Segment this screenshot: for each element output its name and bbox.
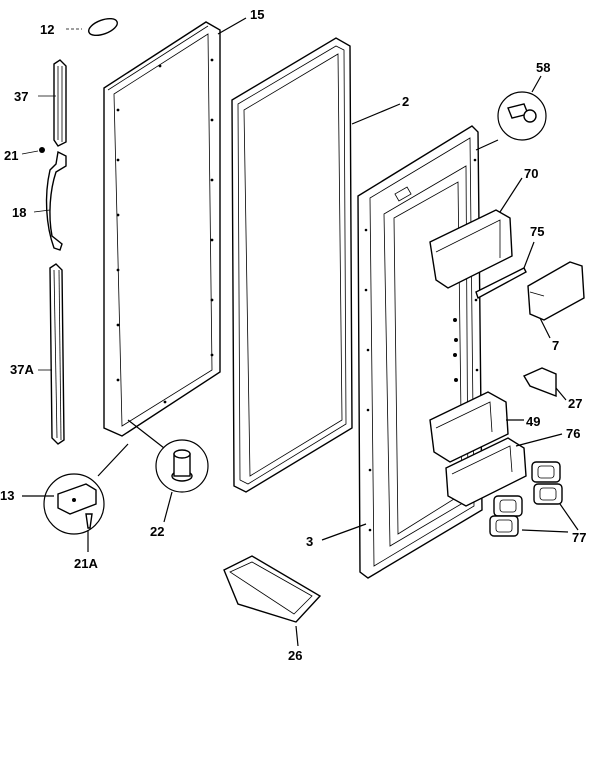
part-75-retainer [475,241,535,300]
callout-21a: 21A [74,556,98,571]
callout-77: 77 [572,530,586,545]
part-7-cover [527,261,585,339]
callout-2: 2 [402,94,409,109]
callout-26: 26 [288,648,302,663]
callout-3: 3 [306,534,313,549]
part-22-bushing [127,419,209,523]
callout-49: 49 [526,414,540,429]
callout-22: 22 [150,524,164,539]
part-12-nameplate [66,17,118,37]
callout-27: 27 [568,396,582,411]
part-13-hinge [22,443,129,535]
callout-7: 7 [552,338,559,353]
part-70-shelf-bin [429,177,523,289]
callout-15: 15 [250,7,264,22]
part-37a-handle-trim [38,263,65,445]
callout-37a: 37A [10,362,34,377]
callout-76: 76 [566,426,580,441]
part-76-dispenser-bin [445,433,563,507]
part-37-handle-trim [38,59,67,147]
part-58-screw [497,75,547,141]
part-21-screw [21,147,45,155]
callout-70: 70 [524,166,538,181]
callout-13: 13 [0,488,14,503]
callout-75: 75 [530,224,544,239]
part-15-door-frame [103,17,247,437]
callout-12: 12 [40,22,54,37]
callout-21: 21 [4,148,18,163]
part-49-shelf-bin [429,391,524,463]
callout-37: 37 [14,89,28,104]
callout-18: 18 [12,205,26,220]
part-77-cup-holders [489,461,579,537]
part-21a-screw [85,513,93,552]
part-27-cap [522,367,567,401]
part-26-bottom-bin [223,555,322,647]
part-2-gasket [231,37,401,493]
callout-58: 58 [536,60,550,75]
part-18-handle [33,150,67,251]
